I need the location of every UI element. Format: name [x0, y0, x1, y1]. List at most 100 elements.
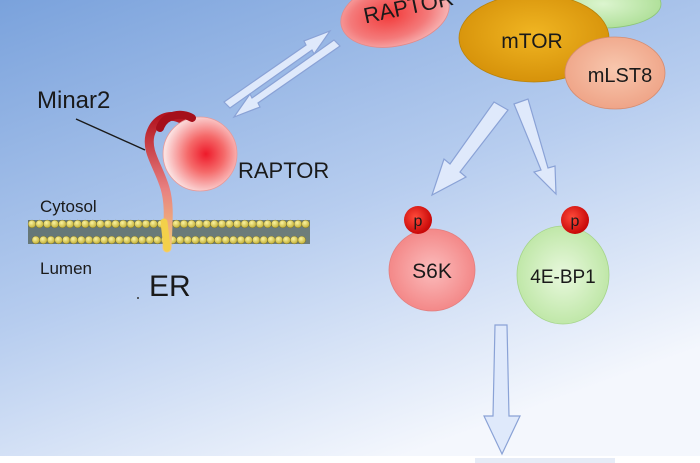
- membrane-bead: [100, 235, 109, 245]
- raptor-bound-protein: [162, 116, 238, 192]
- membrane-bead: [278, 219, 287, 229]
- mtor-label: mTOR: [501, 30, 562, 53]
- membrane-bead: [274, 235, 284, 245]
- membrane-beads: [27, 219, 310, 245]
- membrane-bead: [107, 235, 116, 245]
- membrane-bead: [43, 219, 52, 229]
- membrane-bead: [240, 219, 249, 229]
- membrane-bead: [183, 235, 192, 245]
- membrane-bead: [77, 235, 86, 245]
- membrane-bead: [236, 235, 246, 245]
- membrane-bead: [84, 235, 94, 245]
- membrane-bead: [172, 219, 181, 229]
- membrane-bead: [130, 235, 139, 245]
- mlst8-label: mLST8: [588, 65, 652, 87]
- minar2-pointer-line: [75, 118, 146, 151]
- membrane: [27, 219, 310, 245]
- membrane-bead: [69, 235, 78, 245]
- s6k-phospho-label: p: [414, 213, 423, 230]
- membrane-bead: [248, 219, 257, 229]
- membrane-bead: [92, 235, 101, 245]
- membrane-bead: [126, 219, 135, 229]
- downstream-arrows: [430, 98, 557, 456]
- membrane-bead: [229, 235, 238, 245]
- membrane-bead: [96, 219, 105, 229]
- membrane-bead: [301, 219, 310, 229]
- membrane-bead: [233, 219, 242, 229]
- membrane-bead: [225, 219, 234, 229]
- membrane-bead: [202, 219, 211, 229]
- fourebp1-node: 4E-BP1 p: [516, 206, 610, 325]
- minar2-transmembrane-segment: [160, 218, 171, 252]
- equilibrium-arrows: [223, 29, 341, 119]
- membrane-bead: [176, 235, 185, 245]
- membrane-bead: [58, 219, 67, 229]
- membrane-bead: [206, 235, 215, 245]
- membrane-bead: [73, 219, 82, 229]
- fourebp1-phospho-badge: [561, 206, 589, 234]
- membrane-bead: [54, 235, 63, 245]
- membrane-bead: [46, 235, 56, 245]
- s6k-label: S6K: [412, 260, 452, 283]
- bottom-band: [0, 456, 700, 463]
- membrane-bead: [255, 219, 265, 229]
- cytosol-label: Cytosol: [40, 197, 97, 216]
- membrane-bead: [145, 235, 154, 245]
- membrane-bead: [210, 219, 219, 229]
- membrane-bead: [195, 219, 204, 229]
- membrane-bead: [244, 235, 253, 245]
- membrane-bead: [187, 219, 196, 229]
- membrane-bead: [81, 219, 90, 229]
- membrane-bead: [191, 235, 200, 245]
- arrow-to-minar2: [232, 39, 341, 119]
- minar2-head: [156, 110, 196, 132]
- membrane-bead: [267, 235, 276, 245]
- s6k-protein: [388, 228, 476, 312]
- raptor-bound-label: RAPTOR: [238, 158, 329, 183]
- raptor-complex-protein: [340, 0, 450, 48]
- membrane-bead: [217, 219, 227, 229]
- membrane-bead: [122, 235, 132, 245]
- membrane-bead: [134, 219, 143, 229]
- arrow-to-complex: [223, 29, 332, 109]
- mtorc1-complex: RAPTOR mTOR mLST8: [340, 0, 666, 110]
- s6k-phospho-badge: [404, 206, 432, 234]
- membrane-bead: [286, 219, 295, 229]
- membrane-bead: [214, 235, 223, 245]
- s6k-node: S6K p: [388, 206, 476, 312]
- membrane-bead: [35, 219, 44, 229]
- membrane-bead: [50, 219, 59, 229]
- membrane-bead: [138, 235, 147, 245]
- cropped-bottom-text: [475, 458, 615, 463]
- arrow-to-s6k: [430, 101, 509, 197]
- arrow-downstream: [483, 324, 521, 456]
- membrane-bead: [263, 219, 272, 229]
- membrane-bead: [39, 235, 48, 245]
- membrane-bead: [293, 219, 303, 229]
- fourebp1-label: 4E-BP1: [530, 267, 595, 288]
- er-label: ER: [149, 270, 191, 303]
- mlst8-protein: [564, 36, 666, 110]
- membrane-bead: [198, 235, 208, 245]
- membrane-bead: [27, 219, 37, 229]
- membrane-bead: [297, 235, 306, 245]
- membrane-bead: [149, 219, 158, 229]
- membrane-bead: [282, 235, 291, 245]
- fourebp1-phospho-label: p: [571, 213, 580, 230]
- speck: [137, 297, 139, 299]
- membrane-bead: [259, 235, 268, 245]
- membrane-bead: [271, 219, 280, 229]
- minar2-label: Minar2: [37, 87, 110, 114]
- membrane-bead: [115, 235, 124, 245]
- membrane-bead: [111, 219, 120, 229]
- membrane-bead: [88, 219, 97, 229]
- membrane-bead: [252, 235, 261, 245]
- membrane-bead: [153, 235, 162, 245]
- membrane-bead: [221, 235, 230, 245]
- membrane-bead: [290, 235, 299, 245]
- membrane-bead: [103, 219, 113, 229]
- membrane-bead: [179, 219, 189, 229]
- membrane-bead: [62, 235, 71, 245]
